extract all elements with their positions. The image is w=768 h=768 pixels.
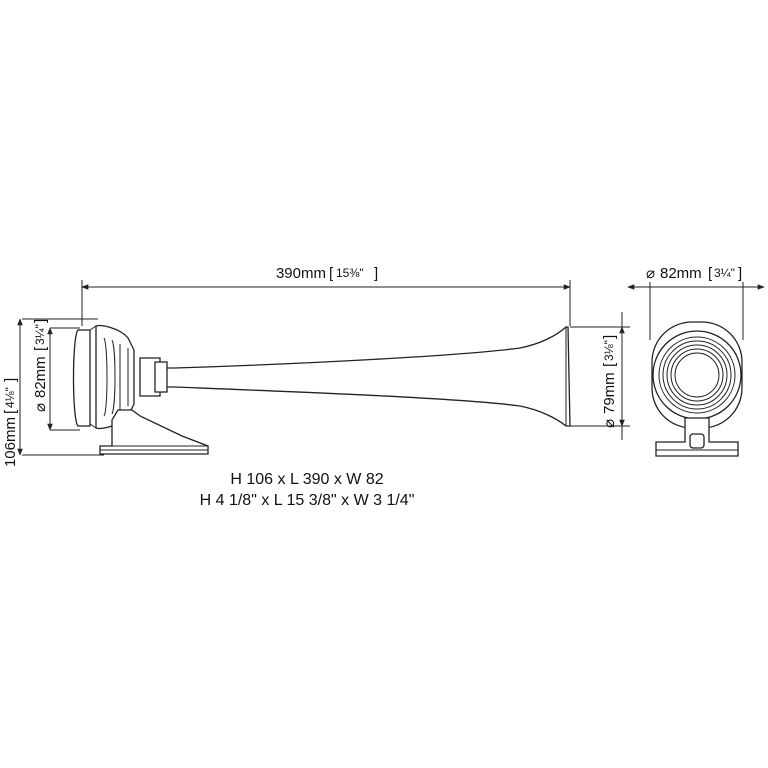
bell-diameter-bracket-close: ] (601, 335, 618, 339)
bell-diameter-symbol: ⌀ (601, 419, 618, 428)
bell-diameter-bracket: [ (601, 362, 618, 367)
side-view (22, 280, 630, 456)
length-bracket: [ (329, 265, 334, 282)
end-diameter-dimension: ⌀ 82mm [ 3¼" ] (627, 265, 765, 290)
caption-line1: H 106 x L 390 x W 82 (230, 471, 383, 488)
length-imperial: 15⅜" (336, 266, 364, 280)
bell-diameter-metric: 79mm (601, 372, 618, 414)
rear-diameter-metric: 82mm (32, 356, 49, 398)
length-dimension: 390mm [ 15⅜" ] (81, 265, 571, 290)
height-bracket-close: ] (2, 378, 19, 382)
end-diameter-bracket-close: ] (738, 265, 742, 282)
end-view (649, 282, 744, 457)
end-diameter-imperial: 3¼" (714, 266, 735, 280)
dimension-caption: H 106 x L 390 x W 82 H 4 1/8" x L 15 3/8… (200, 471, 415, 509)
length-bracket-close: ] (374, 265, 378, 282)
caption-line2: H 4 1/8" x L 15 3/8" x W 3 1/4" (200, 492, 415, 509)
rear-diameter-imperial: 3¼" (33, 324, 47, 345)
rear-diameter-symbol: ⌀ (32, 403, 49, 412)
rear-diameter-dimension: ⌀ 82mm [ 3¼" ] (32, 319, 53, 431)
height-imperial: 4⅛" (3, 387, 17, 408)
end-diameter-bracket: [ (708, 265, 713, 282)
mounting-bracket (99, 409, 209, 455)
height-dimension: 106mm [ 4⅛" ] (2, 318, 23, 467)
end-diameter-symbol: ⌀ (646, 265, 655, 282)
length-metric: 390mm (276, 265, 326, 282)
horn-trumpet (149, 326, 571, 427)
height-bracket: [ (2, 409, 19, 414)
height-metric: 106mm (2, 417, 19, 467)
bell-diameter-dimension: ⌀ 79mm [ 3⅛" ] (601, 312, 625, 440)
bell-diameter-imperial: 3⅛" (602, 340, 616, 361)
rear-diameter-bracket: [ (32, 346, 49, 351)
end-diameter-metric: 82mm (660, 265, 702, 282)
rear-diameter-bracket-close: ] (32, 319, 49, 323)
